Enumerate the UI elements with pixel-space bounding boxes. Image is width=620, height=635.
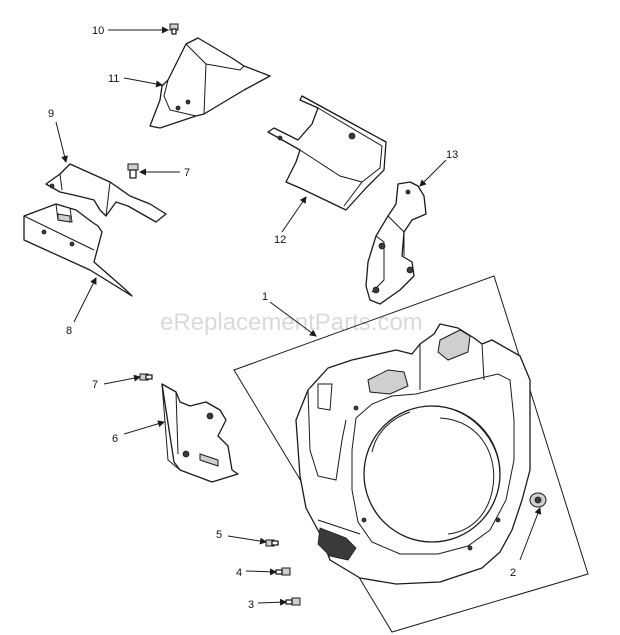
callout-7-lower: 7 [92,379,98,391]
leader-4 [245,568,277,576]
part-7-screw-upper [127,163,139,179]
callout-6: 6 [112,433,118,445]
callout-4: 4 [236,567,242,579]
part-1-blower-housing [295,323,531,585]
part-2-grommet [529,492,547,508]
part-3-screw [285,597,301,606]
part-13-side-bracket [365,181,427,305]
callout-12: 12 [274,234,286,246]
leader-12 [281,196,307,233]
leader-11 [123,77,163,88]
callout-3: 3 [248,599,254,611]
callout-10: 10 [92,25,104,37]
leader-2 [519,507,542,561]
callout-7-upper: 7 [184,167,190,179]
part-8-bracket [23,203,133,297]
part-6-side-plate [161,383,239,483]
callout-5: 5 [216,529,222,541]
leader-8 [73,277,97,323]
watermark-text: eReplacementParts.com [160,309,423,336]
leader-3 [257,598,287,606]
callout-11: 11 [108,73,119,85]
leader-lines [55,26,542,606]
part-11-top-shield [149,37,271,129]
callout-1: 1 [262,291,268,303]
part-9-bracket [45,163,167,223]
part-4-screw [275,567,291,576]
part-10-screw [169,23,179,35]
leader-6 [123,420,165,435]
leader-1 [269,301,317,337]
callout-2: 2 [510,567,516,579]
callout-8: 8 [66,325,72,337]
part-7-screw-lower [139,373,153,381]
callout-13: 13 [446,149,458,161]
leader-7-lower [103,374,141,385]
leader-13 [419,159,447,187]
callout-labels: 10 11 9 7 13 12 1 8 7 6 5 4 3 2 [48,25,516,611]
callout-9: 9 [48,108,54,120]
leader-5 [227,535,267,545]
part-12-center-shield [267,95,387,211]
part-5-screw [265,539,279,547]
leader-9 [55,121,68,163]
